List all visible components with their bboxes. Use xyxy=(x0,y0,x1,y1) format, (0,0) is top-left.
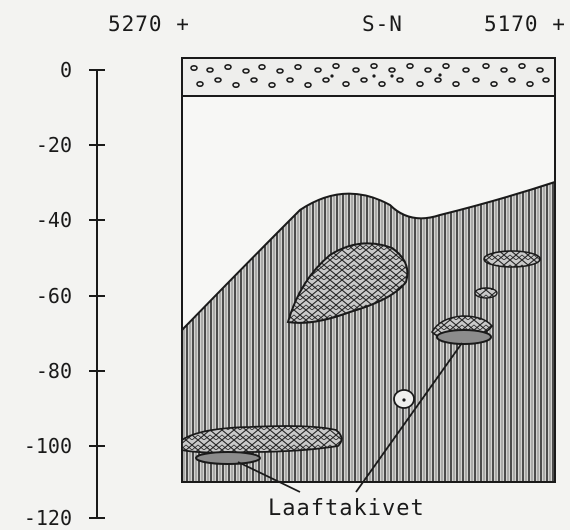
leader-line-to-right-stone xyxy=(355,342,463,493)
upper-right-stone-lens xyxy=(483,250,541,268)
depth-tick-label-40: -40 xyxy=(35,208,72,232)
section-direction-label: S-N xyxy=(362,12,403,36)
depth-tick-label-80: -80 xyxy=(35,359,72,383)
left-coordinate-label: 5270 + xyxy=(108,12,190,36)
depth-tick-label-100: -100 xyxy=(23,434,72,458)
pebble-dot xyxy=(402,398,406,402)
depth-tick-label-120: -120 xyxy=(23,506,72,530)
clay-layer xyxy=(181,180,556,483)
depth-axis xyxy=(89,69,105,519)
large-stone-lens xyxy=(286,242,409,324)
depth-tick-label-20: -20 xyxy=(35,133,72,157)
depth-tick-label-60: -60 xyxy=(35,284,72,308)
right-coordinate-label: 5170 + xyxy=(484,12,566,36)
right-flat-stone xyxy=(436,329,492,345)
depth-tick-label-0: 0 xyxy=(59,58,72,82)
gravel-layer xyxy=(181,57,556,97)
annotation-label: Laaftakivet xyxy=(268,496,425,521)
tiny-stone-lens xyxy=(474,287,498,299)
lower-flat-stone xyxy=(195,451,261,465)
leader-line-to-lower-stone xyxy=(237,461,301,493)
